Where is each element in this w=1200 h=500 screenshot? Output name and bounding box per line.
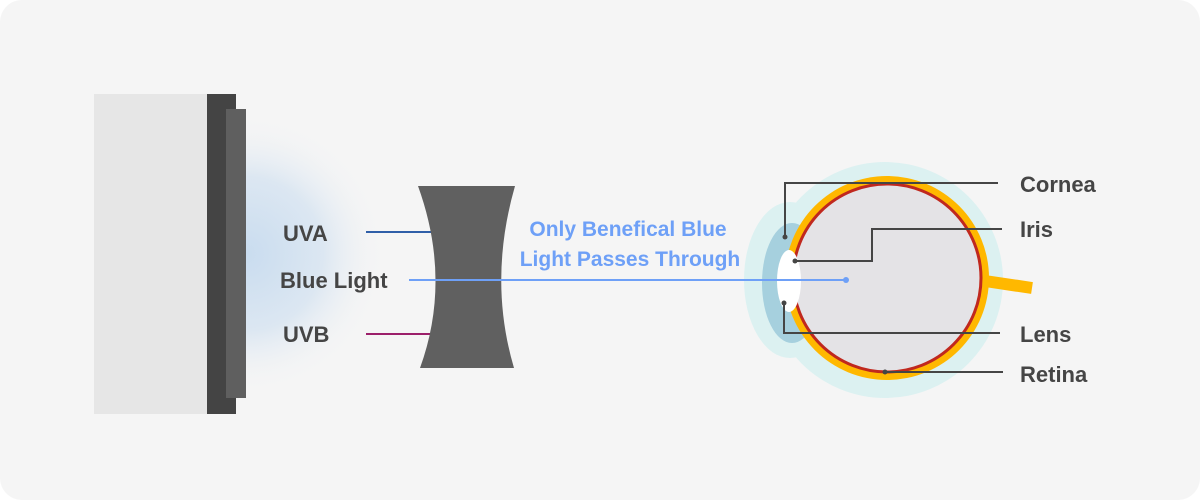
caption-line-2: Light Passes Through [520,248,741,271]
label-blue-light: Blue Light [280,268,388,293]
label-lens: Lens [1020,322,1071,347]
blue-light-filter-lens [418,186,515,368]
light-beam [246,70,420,440]
label-uvb: UVB [283,322,329,347]
iris-leader [795,228,1002,262]
label-retina: Retina [1020,362,1088,387]
ray-end-dot [843,277,849,283]
label-cornea: Cornea [1020,172,1097,197]
label-uva: UVA [283,221,328,246]
retina [791,182,983,374]
lens-leader [783,303,1000,334]
cornea-leader [784,182,998,237]
device-body [94,94,207,414]
label-iris: Iris [1020,217,1053,242]
optic-nerve [984,275,1033,294]
device-screen [226,109,246,398]
caption-line-1: Only Benefical Blue [529,218,726,241]
